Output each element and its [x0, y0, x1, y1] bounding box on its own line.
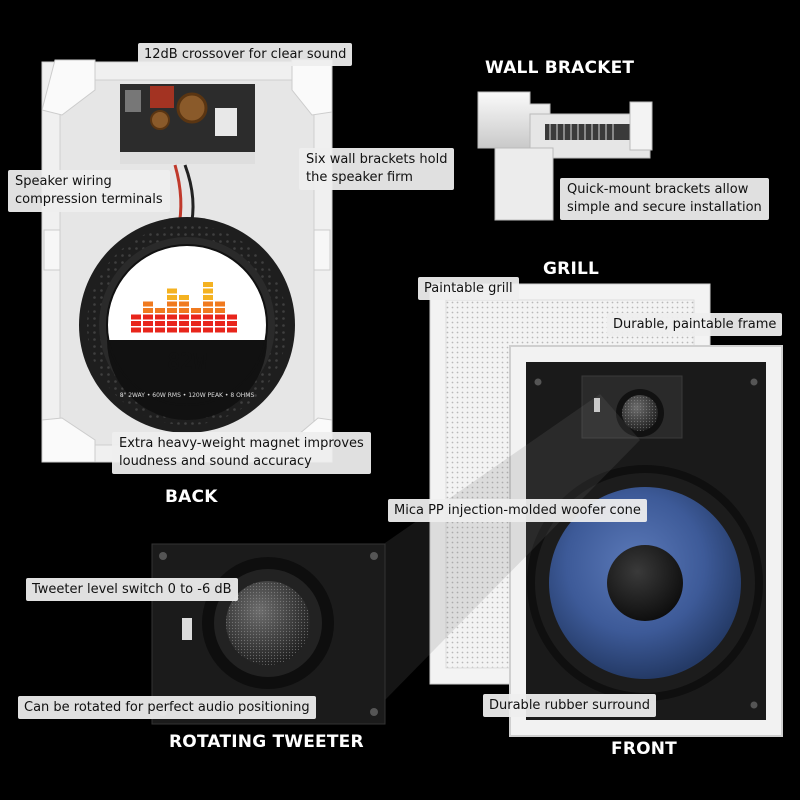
magnet-ring-text: 8" 2WAY • 60W RMS • 120W PEAK • 8 OHMS — [119, 392, 255, 399]
equalizer-segment — [215, 327, 225, 333]
equalizer-segment — [155, 314, 165, 320]
wattage-label: 82W — [167, 350, 207, 375]
equalizer-segment — [227, 327, 237, 333]
equalizer-segment — [215, 321, 225, 326]
equalizer-segment — [179, 327, 189, 333]
callout-crossover: 12dB crossover for clear sound — [138, 43, 353, 66]
callout-rotatable: Can be rotated for perfect audio positio… — [18, 696, 316, 719]
equalizer-segment — [191, 321, 201, 326]
tweeter-closeup — [151, 543, 386, 725]
callout-wiring-line-2: compression terminals — [15, 192, 163, 207]
equalizer-segment — [131, 314, 141, 320]
equalizer-segment — [167, 314, 177, 320]
equalizer-segment — [143, 301, 153, 307]
equalizer-segment — [143, 314, 153, 320]
equalizer-segment — [167, 321, 177, 326]
section-title-front: FRONT — [611, 739, 677, 759]
equalizer-segment — [167, 308, 177, 313]
equalizer-segment — [191, 308, 201, 313]
equalizer-segment — [203, 327, 213, 333]
equalizer-segment — [215, 308, 225, 313]
equalizer-segment — [191, 314, 201, 320]
equalizer-segment — [191, 327, 201, 333]
callout-brackets-line-2: the speaker firm — [306, 170, 413, 185]
section-title-grill: GRILL — [543, 259, 600, 279]
equalizer-segment — [131, 327, 141, 333]
equalizer-segment — [227, 321, 237, 326]
equalizer-segment — [155, 321, 165, 326]
equalizer-segment — [203, 301, 213, 307]
equalizer-segment — [179, 314, 189, 320]
equalizer-segment — [203, 295, 213, 300]
callout-quick-mount: Quick-mount brackets allow simple and se… — [560, 178, 769, 220]
callout-tweeter-switch: Tweeter level switch 0 to -6 dB — [26, 578, 238, 601]
equalizer-graphic — [131, 282, 237, 333]
equalizer-segment — [215, 314, 225, 320]
equalizer-segment — [179, 301, 189, 307]
equalizer-segment — [203, 288, 213, 294]
section-title-rotating-tweeter: ROTATING TWEETER — [169, 732, 364, 752]
callout-wiring-line-1: Speaker wiring — [15, 174, 112, 189]
equalizer-segment — [179, 295, 189, 300]
equalizer-segment — [155, 308, 165, 313]
equalizer-segment — [167, 295, 177, 300]
equalizer-segment — [143, 327, 153, 333]
callout-paintable-frame: Durable, paintable frame — [607, 313, 783, 336]
section-title-back: BACK — [165, 487, 218, 507]
section-title-wall-bracket: WALL BRACKET — [485, 58, 635, 78]
callout-woofer-cone: Mica PP injection-molded woofer cone — [388, 499, 647, 522]
equalizer-segment — [215, 301, 225, 307]
equalizer-segment — [203, 314, 213, 320]
equalizer-segment — [203, 308, 213, 313]
equalizer-segment — [227, 314, 237, 320]
callout-wall-brackets: Six wall brackets hold the speaker firm — [299, 148, 455, 190]
callout-magnet: Extra heavy-weight magnet improves loudn… — [112, 432, 371, 474]
callout-magnet-line-1: Extra heavy-weight magnet improves — [119, 436, 364, 451]
wall-bracket-image — [477, 91, 653, 221]
front-speaker — [509, 345, 783, 737]
callout-brackets-line-1: Six wall brackets hold — [306, 152, 448, 167]
equalizer-segment — [203, 321, 213, 326]
equalizer-segment — [203, 282, 213, 287]
equalizer-segment — [167, 301, 177, 307]
callout-paintable-grill: Paintable grill — [418, 277, 519, 300]
callout-rubber-surround: Durable rubber surround — [483, 694, 656, 717]
callout-wiring-terminals: Speaker wiring compression terminals — [8, 170, 170, 212]
equalizer-segment — [167, 327, 177, 333]
equalizer-segment — [143, 321, 153, 326]
equalizer-segment — [143, 308, 153, 313]
callout-quickmount-line-2: simple and secure installation — [567, 200, 762, 215]
equalizer-segment — [179, 308, 189, 313]
back-speaker — [41, 59, 333, 463]
callout-magnet-line-2: loudness and sound accuracy — [119, 454, 312, 469]
equalizer-segment — [131, 321, 141, 326]
callout-quickmount-line-1: Quick-mount brackets allow — [567, 182, 749, 197]
equalizer-segment — [179, 321, 189, 326]
equalizer-segment — [167, 288, 177, 294]
equalizer-segment — [155, 327, 165, 333]
